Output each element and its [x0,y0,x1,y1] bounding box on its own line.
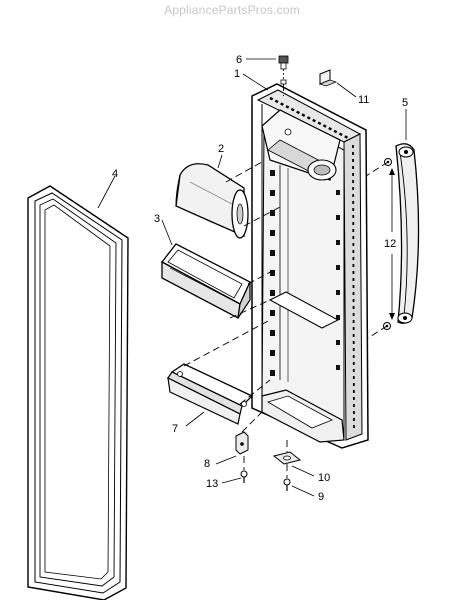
watermark: AppliancePartsPros.com [164,3,300,17]
callout-3: 3 [154,213,160,225]
bracket-screw [283,478,291,491]
callout-labels: 1 2 3 4 5 6 7 8 9 10 11 12 13 [112,54,408,503]
hinge-bushing [278,55,289,85]
bottom-hinge [235,431,249,455]
hinge-screw [240,470,248,483]
callout-13: 13 [206,478,218,490]
callout-10: 10 [318,472,330,484]
callout-8: 8 [204,458,210,470]
callout-4: 4 [112,168,118,180]
door-clip [318,69,338,87]
liner-left-rail [270,170,275,376]
callout-2: 2 [218,143,224,155]
callout-12: 12 [384,238,396,250]
door-handle [395,143,420,324]
callout-11: 11 [358,94,369,106]
door-liner [251,83,369,449]
callout-1: 1 [234,68,240,80]
assembly-lines [183,84,389,478]
callout-5: 5 [402,97,408,109]
callout-6: 6 [236,54,242,66]
hinge-washer [272,451,302,465]
callout-7: 7 [172,423,178,435]
leader-lines [97,58,407,497]
dimension-arrows [389,168,395,320]
liner-right-rail [336,190,340,370]
callout-9: 9 [318,491,324,503]
door-bin [161,243,251,320]
door-gasket [27,185,129,600]
lower-door-shelf [167,363,254,425]
door-bin-cover [175,163,249,239]
